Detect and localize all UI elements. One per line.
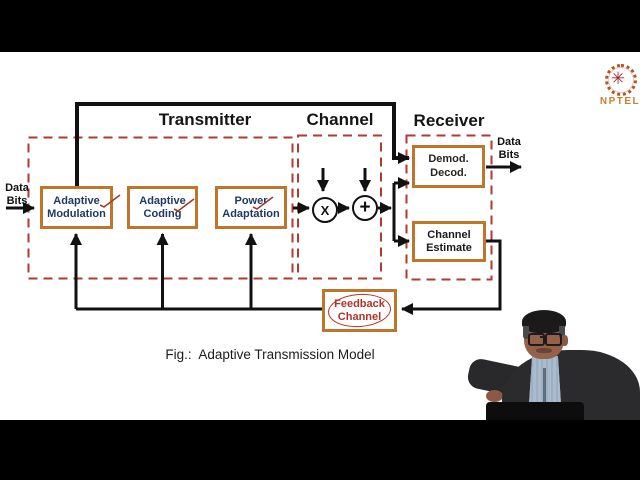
presenter-temple (559, 326, 565, 339)
check-mark-icon (252, 196, 274, 210)
adaptive-modulation-block: Adaptive Modulation (40, 186, 113, 229)
nptel-logo-label: NPTEL (599, 96, 640, 107)
power-adaptation-block: Power Adaptation (215, 186, 287, 229)
data-bits-output-label: Data Bits (492, 136, 526, 162)
data-bits-input-label: Data Bits (0, 182, 34, 208)
data-bits-input-line1: Data (5, 182, 29, 194)
adaptive-coding-line1: Adaptive (139, 194, 186, 207)
adaptive-coding-block: Adaptive Coding (127, 186, 198, 229)
adaptive-modulation-line2: Modulation (47, 207, 106, 220)
nptel-logo: ✳ NPTEL (598, 64, 640, 110)
multiply-node: X (312, 197, 338, 223)
nptel-logo-ring-icon (605, 64, 637, 96)
presenter-mouth (536, 348, 552, 353)
presenter-laptop (486, 402, 584, 420)
demod-decod-block: Demod. Decod. (412, 145, 485, 188)
wire-tx-to-demod (75, 102, 410, 187)
channel-estimate-line1: Channel (427, 228, 471, 241)
adaptive-coding-line2: Coding (143, 207, 182, 220)
channel-estimate-block: Channel Estimate (412, 221, 486, 262)
nptel-starburst-icon: ✳ (610, 69, 626, 88)
feedback-line2: Channel (337, 310, 382, 323)
receiver-region (405, 134, 493, 281)
channel-title: Channel (306, 110, 374, 129)
demod-line: Demod. (428, 153, 469, 165)
figure-caption: Fig.: Adaptive Transmission Model (165, 347, 375, 362)
power-adaptation-line1: Power (234, 194, 268, 207)
feedback-channel-block: Feedback Channel (322, 289, 397, 332)
add-node: + (352, 195, 378, 221)
presenter-hand (486, 390, 503, 402)
glasses-lens (528, 333, 545, 346)
receiver-title: Receiver (413, 111, 485, 130)
adaptive-modulation-line1: Adaptive (53, 194, 100, 207)
feedback-line1: Feedback (334, 297, 385, 310)
data-bits-input-line2: Bits (6, 195, 28, 207)
data-bits-output-line1: Data (497, 136, 521, 148)
presenter-hair (522, 310, 566, 333)
glasses-icon (528, 333, 562, 346)
data-bits-output-line2: Bits (498, 149, 520, 161)
presenter-ear (561, 335, 568, 346)
presenter-temple (523, 326, 529, 339)
check-mark-icon (173, 198, 195, 212)
glasses-lens (545, 333, 562, 346)
presenter-video-overlay (465, 310, 640, 420)
presenter-lanyard (543, 368, 546, 420)
glasses-bridge (540, 336, 546, 338)
top-letterbox-bar (0, 0, 640, 52)
wire-estimate-to-feedback (401, 239, 502, 315)
decod-line: Decod. (430, 167, 467, 179)
channel-estimate-line2: Estimate (426, 241, 472, 254)
power-adaptation-line2: Adaptation (222, 207, 280, 220)
bottom-letterbox-bar (0, 420, 640, 480)
check-mark-icon (99, 194, 121, 208)
transmitter-title: Transmitter (158, 110, 252, 129)
